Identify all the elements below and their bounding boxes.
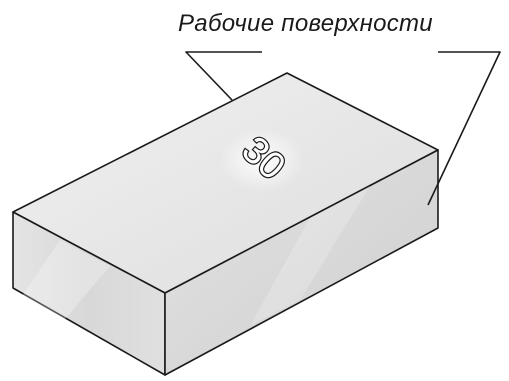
leader-line-side xyxy=(427,51,501,206)
side-face xyxy=(164,149,439,376)
working-surfaces-callout: Рабочие поверхности xyxy=(178,10,433,37)
leader-line-top xyxy=(185,51,262,101)
marking-glow xyxy=(220,128,304,192)
front-reflection xyxy=(22,240,110,320)
side-reflection xyxy=(250,186,370,326)
